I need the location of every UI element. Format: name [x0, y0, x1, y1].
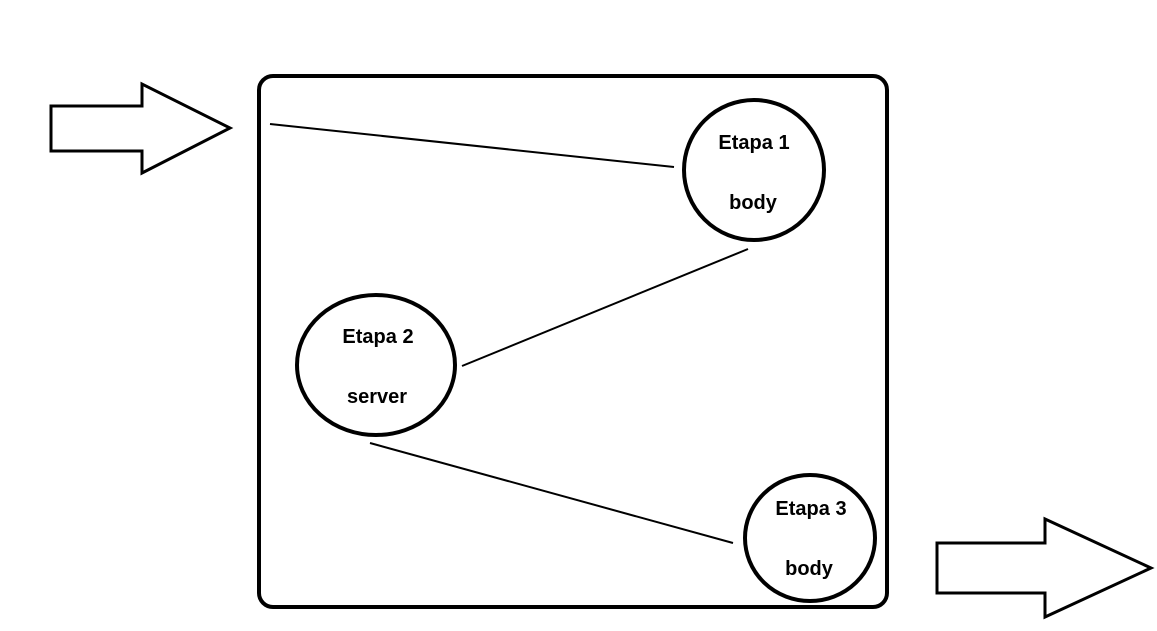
- input-arrow-icon: [49, 81, 234, 176]
- stage-3-title: Etapa 3: [775, 498, 846, 520]
- stage-1-title: Etapa 1: [718, 132, 789, 154]
- output-arrow-icon: [935, 516, 1155, 620]
- stage-1-node: Etapa 1 body: [682, 98, 826, 242]
- stage-3-circle: [743, 473, 877, 603]
- stage-1-subtitle: body: [729, 192, 778, 214]
- connector-stage-2-to-stage-3: [369, 442, 734, 544]
- connector-entry-to-stage-1: [269, 123, 675, 168]
- process-container: [257, 74, 889, 609]
- stage-3-subtitle: body: [785, 558, 834, 580]
- connector-stage-1-to-stage-2: [461, 248, 749, 367]
- stage-3-node: Etapa 3 body: [743, 473, 877, 603]
- stage-2-title: Etapa 2: [342, 326, 413, 348]
- stage-2-circle: [295, 293, 457, 437]
- stage-2-subtitle: server: [347, 386, 407, 408]
- stage-1-circle: [682, 98, 826, 242]
- stage-2-node: Etapa 2 server: [295, 293, 457, 437]
